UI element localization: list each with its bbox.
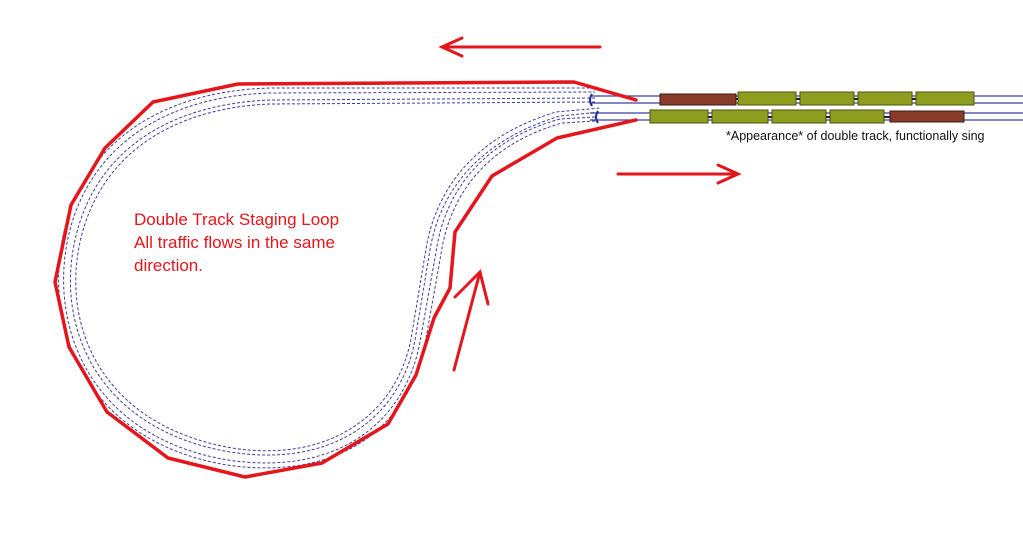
arrow-right xyxy=(616,163,742,185)
outer-annotation-line xyxy=(53,80,638,479)
arrow-left-top xyxy=(438,36,602,58)
train-car xyxy=(659,93,737,106)
outer-track-rail-2 xyxy=(75,101,601,452)
train-car xyxy=(799,91,855,106)
outer-track-rail xyxy=(69,97,601,456)
inner-track-rail-2 xyxy=(58,87,596,469)
train-car xyxy=(711,109,769,124)
train-car xyxy=(649,109,709,124)
title-line-2: All traffic flows in the same xyxy=(134,233,335,252)
lower-train xyxy=(649,109,965,124)
track-bumpers xyxy=(589,93,599,124)
loop-track xyxy=(58,87,601,469)
title-line-1: Double Track Staging Loop xyxy=(134,210,340,229)
train-car xyxy=(737,91,797,106)
title-line-3: direction. xyxy=(134,256,203,275)
train-car xyxy=(771,109,827,124)
train-car xyxy=(915,91,975,106)
diagram-title: Double Track Staging Loop All traffic fl… xyxy=(134,208,339,277)
train-car xyxy=(857,91,913,106)
inner-track-rail xyxy=(63,91,596,464)
annotation-loop xyxy=(53,80,638,479)
upper-train xyxy=(659,91,975,106)
train-car xyxy=(829,109,885,124)
track-caption: *Appearance* of double track, functional… xyxy=(726,129,985,143)
train-car xyxy=(889,110,965,123)
arrow-up xyxy=(452,269,490,372)
